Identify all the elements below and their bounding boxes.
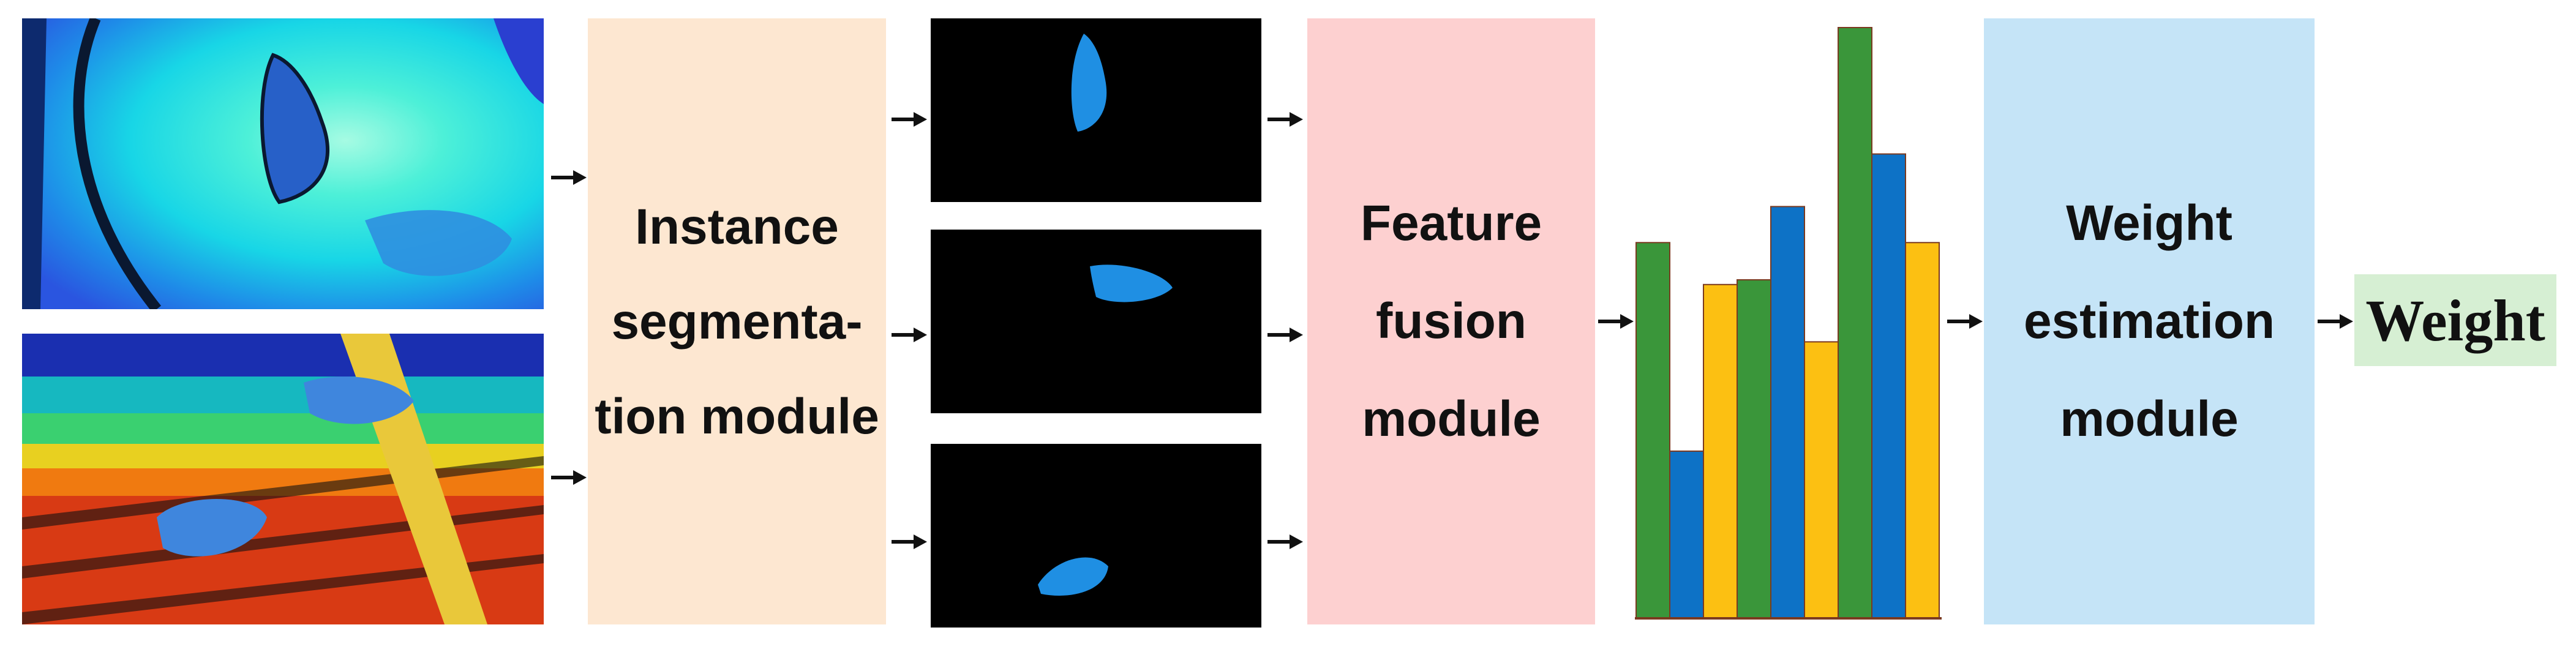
arrow-estimation-to-weight — [2318, 314, 2353, 329]
instance-segmentation-module: Instance segmenta- tion module — [588, 18, 886, 624]
feature-bar-9-yellow — [1905, 242, 1940, 619]
arrow-segmentation-to-mask-1 — [892, 112, 927, 127]
weight-estimation-module: Weight estimation module — [1984, 18, 2315, 624]
feature-bar-6-yellow — [1804, 341, 1839, 619]
segmentation-module-label: Instance segmenta- tion module — [595, 198, 879, 444]
feature-fusion-module: Feature fusion module — [1307, 18, 1595, 624]
arrow-features-to-estimation — [1947, 314, 1983, 329]
segmented-mask-2 — [931, 230, 1261, 413]
feature-bar-7-green — [1838, 27, 1872, 619]
feature-bar-4-green — [1737, 279, 1771, 619]
feature-bar-2-blue — [1669, 450, 1704, 620]
arrow-mask-1-to-fusion — [1267, 112, 1303, 127]
feature-bar-5-blue — [1770, 206, 1805, 619]
arrow-depth-top-to-segmentation — [551, 170, 587, 185]
arrow-mask-2-to-fusion — [1267, 328, 1303, 342]
feature-bar-8-blue — [1871, 153, 1906, 619]
feature-bar-1-green — [1635, 242, 1670, 619]
arrow-depth-bottom-to-segmentation — [551, 470, 587, 485]
depth-image-top — [22, 18, 544, 309]
depth-image-bottom — [22, 334, 544, 624]
fusion-module-label: Feature fusion module — [1360, 195, 1542, 447]
feature-bar-3-yellow — [1703, 283, 1738, 619]
arrow-fusion-to-features — [1598, 314, 1634, 329]
arrow-segmentation-to-mask-3 — [892, 534, 927, 549]
weight-output: Weight — [2354, 274, 2556, 366]
estimation-module-label: Weight estimation module — [2023, 195, 2275, 447]
feature-histogram — [1635, 27, 1942, 620]
segmented-mask-1 — [931, 18, 1261, 202]
arrow-mask-3-to-fusion — [1267, 534, 1303, 549]
segmented-mask-3 — [931, 444, 1261, 628]
arrow-segmentation-to-mask-2 — [892, 328, 927, 342]
weight-output-label: Weight — [2365, 287, 2545, 353]
